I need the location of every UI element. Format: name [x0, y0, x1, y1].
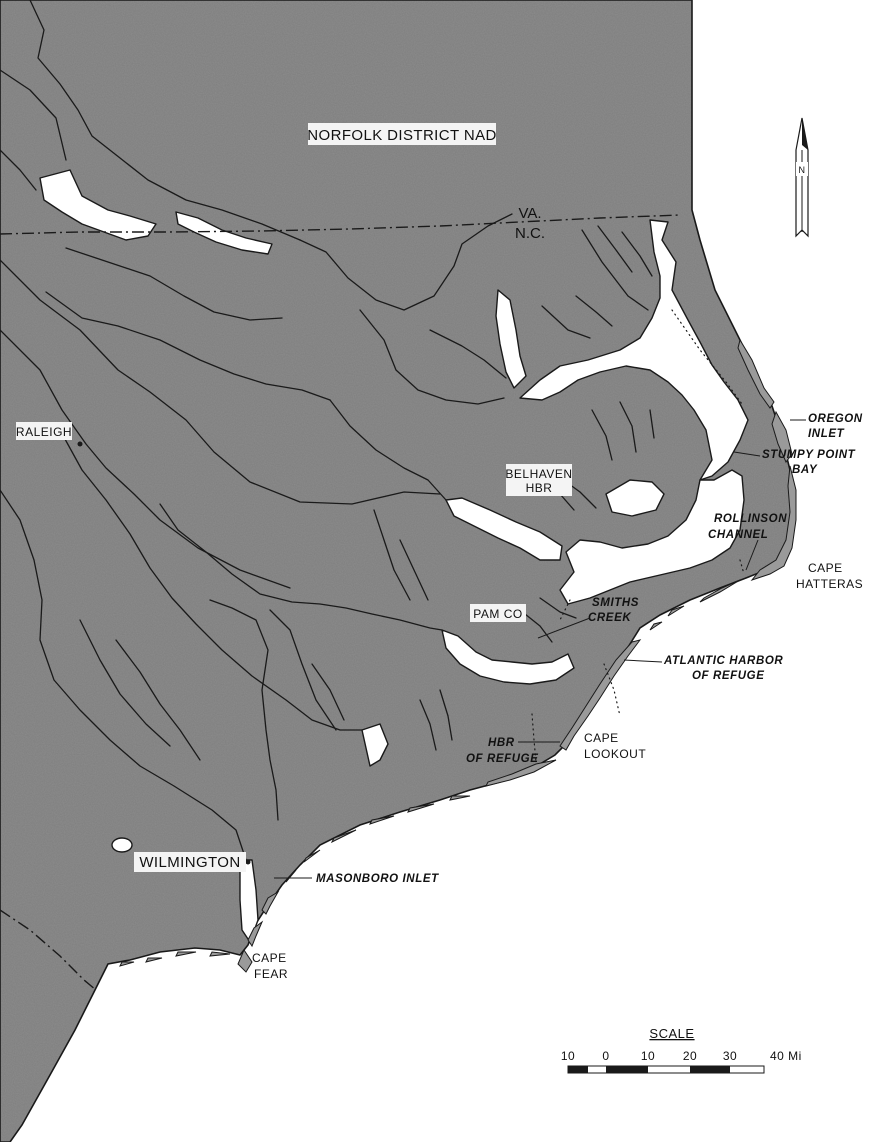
lake-mattamuskeet: [605, 479, 665, 517]
waterway-route-4: [603, 663, 621, 717]
wilmington-dot: [245, 859, 251, 865]
atlantic-harbor-label-line2: OF REFUGE: [692, 670, 765, 682]
smiths-creek-label-line1: SMITHS: [592, 597, 639, 609]
cape-fear-label-line2: FEAR: [254, 967, 288, 981]
scale-tick-1: 0: [602, 1049, 609, 1063]
scale-tick-0: 10: [561, 1049, 575, 1063]
raleigh-label: RALEIGH: [16, 425, 72, 439]
rollinson-label-line1: ROLLINSON: [714, 513, 787, 525]
oregon-inlet-label-line2: INLET: [808, 428, 845, 440]
outer-banks: [119, 338, 797, 973]
waterway-route-3: [559, 599, 571, 621]
atlantic-harbor-leader: [623, 659, 663, 663]
district-label: NORFOLK DISTRICT NAD: [307, 127, 496, 144]
wilmington-label: WILMINGTON: [139, 854, 240, 871]
smiths-creek-label-line2: CREEK: [588, 612, 631, 624]
scale-bar: SCALE 10 0 10 20 30 40 Mi: [561, 1026, 802, 1074]
atlantic-harbor-label-line1: ATLANTIC HARBOR: [663, 655, 783, 667]
oregon-inlet-label-line1: OREGON: [808, 413, 863, 425]
waccamaw-lake: [111, 837, 133, 853]
masonboro-inlet-label: MASONBORO INLET: [316, 873, 439, 885]
pamco-label: PAM CO: [473, 607, 522, 621]
scale-tick-5: 40 Mi: [770, 1049, 802, 1063]
smiths-creek-leader: [537, 617, 591, 639]
scale-tick-4: 30: [723, 1049, 737, 1063]
va-label: VA.: [518, 205, 541, 222]
state-line-va-nc: [0, 214, 681, 235]
cape-hatteras-label-line2: HATTERAS: [796, 577, 863, 591]
scale-title: SCALE: [649, 1026, 694, 1041]
cape-lookout-label-line1: CAPE: [584, 731, 619, 745]
cape-fear-label-line1: CAPE: [252, 951, 287, 965]
stumpy-point-label-line2: BAY: [792, 464, 818, 476]
neuse-river: [441, 629, 575, 685]
new-river: [361, 723, 389, 767]
map-labels: NORFOLK DISTRICT NAD VA. N.C. RALEIGH WI…: [16, 123, 863, 981]
raleigh-dot: [77, 441, 83, 447]
rivers: [0, 0, 655, 861]
state-line-nc-sc: [0, 909, 97, 991]
rollinson-leader: [745, 539, 759, 571]
cape-hatteras-label-line1: CAPE: [808, 561, 843, 575]
belhaven-label-line1: BELHAVEN: [505, 467, 572, 481]
kerr-lake: [39, 169, 157, 241]
albemarle-inlet-arm: [495, 289, 527, 389]
north-arrow: N: [795, 117, 809, 238]
stumpy-point-leader: [733, 451, 761, 457]
hbr-refuge-label-line2: OF REFUGE: [466, 753, 539, 765]
pamlico-river: [445, 497, 563, 561]
scale-tick-3: 20: [683, 1049, 697, 1063]
north-arrow-letter: N: [799, 165, 806, 175]
albemarle-pamlico-sound: [519, 219, 749, 481]
waterway-route-1: [671, 309, 743, 405]
belhaven-label-line2: HBR: [526, 481, 553, 495]
stumpy-point-label-line1: STUMPY POINT: [762, 449, 856, 461]
scale-tick-2: 10: [641, 1049, 655, 1063]
rollinson-label-line2: CHANNEL: [708, 529, 768, 541]
roanoke-reservoir: [175, 211, 273, 255]
pamlico-sound: [559, 469, 745, 605]
waterway-route-5: [531, 713, 537, 763]
hbr-refuge-label-line1: HBR: [488, 737, 515, 749]
nc-label: N.C.: [515, 225, 545, 242]
cape-lookout-label-line2: LOOKOUT: [584, 747, 646, 761]
